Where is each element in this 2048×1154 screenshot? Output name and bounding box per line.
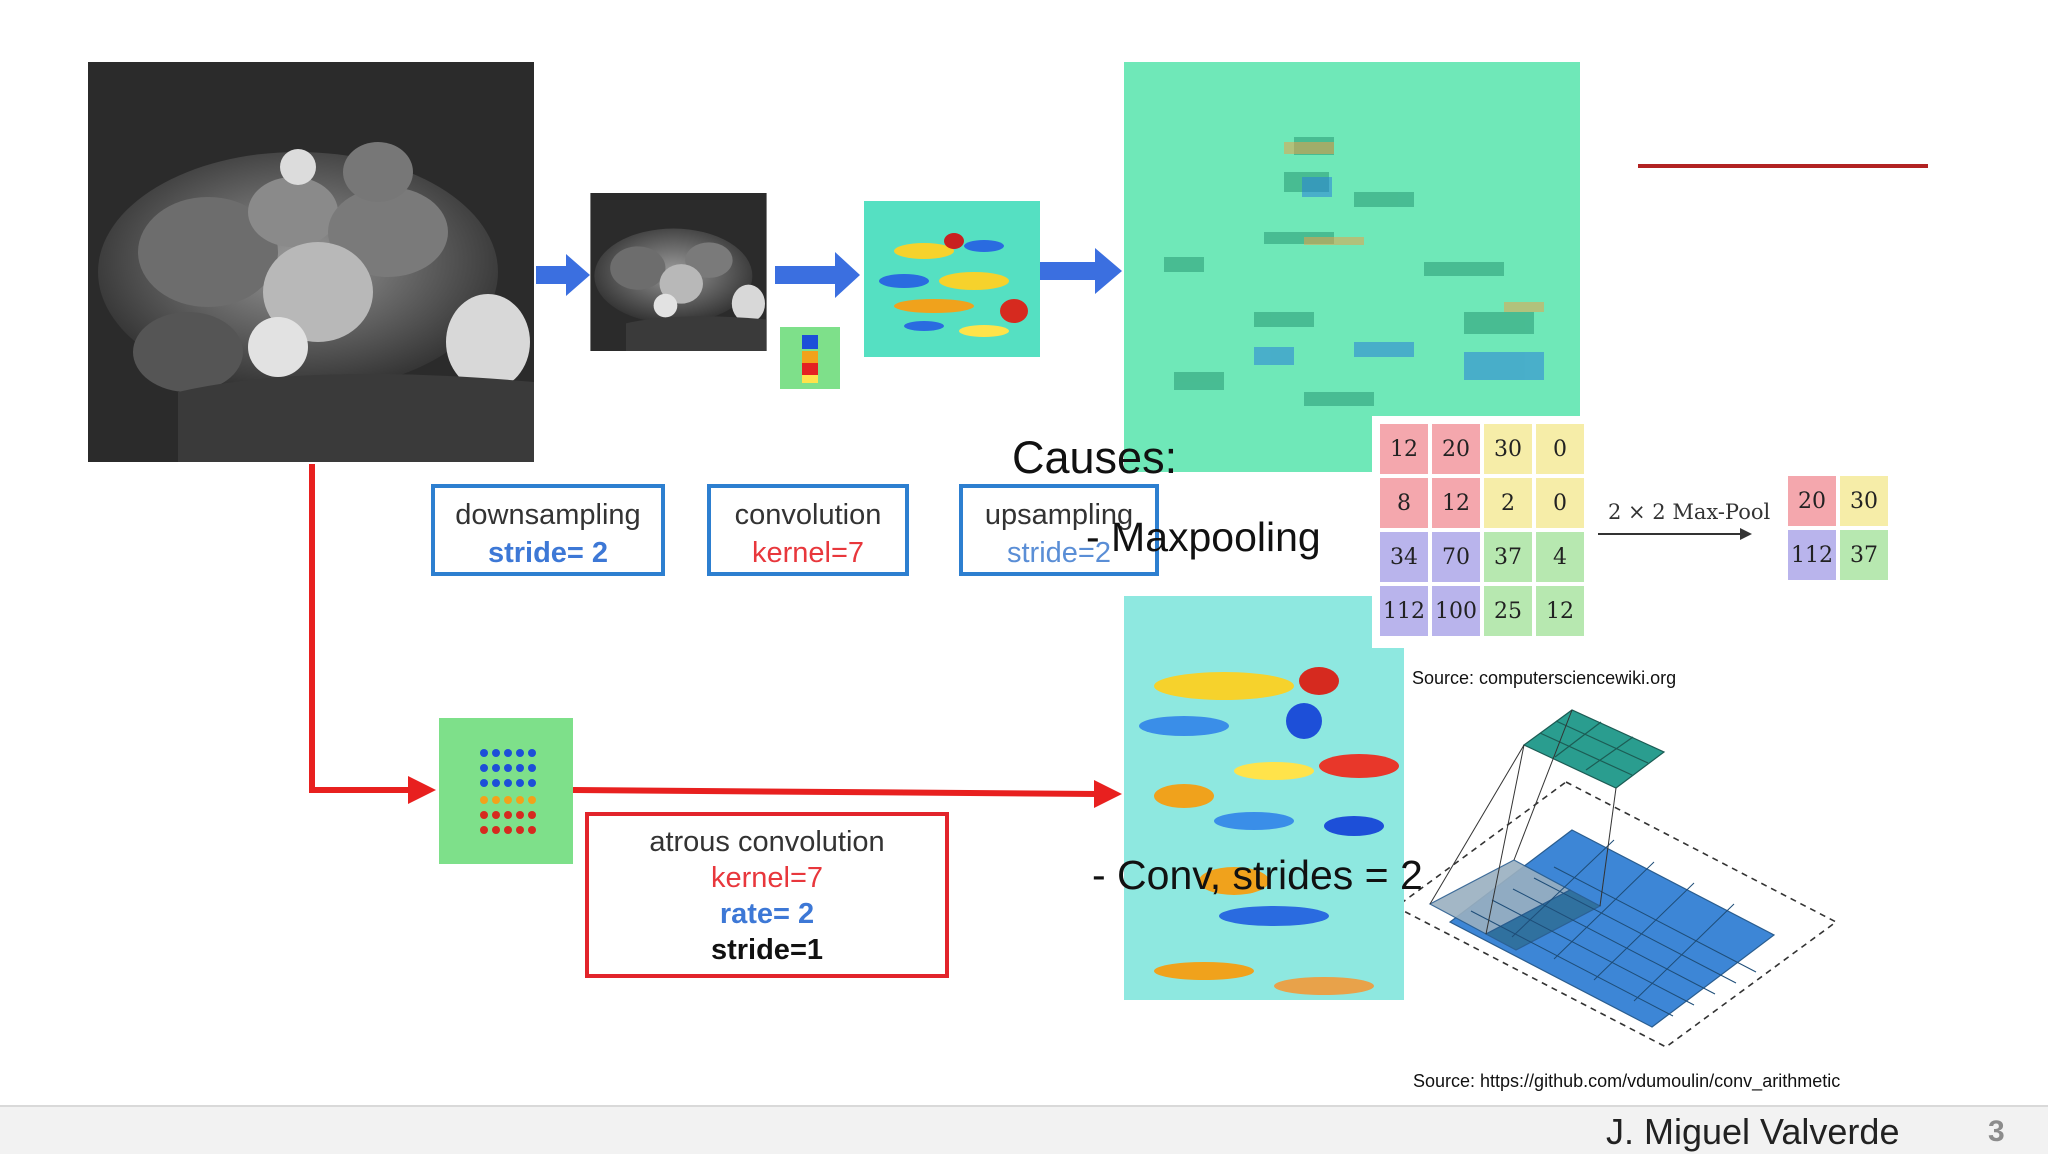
arrow-to-upsample-output [1040, 248, 1122, 294]
atrous-heatmap [1124, 596, 1404, 1000]
footer-page-number: 3 [1988, 1115, 2005, 1148]
maxpool-input-cell: 12 [1430, 476, 1482, 530]
maxpool-input-cell: 2 [1482, 476, 1534, 530]
maxpool-output-cell: 20 [1786, 474, 1838, 528]
conv-figure-source: Source: https://github.com/vdumoulin/con… [1413, 1071, 1841, 1091]
downsampling-label: downsampling [455, 499, 641, 531]
output-grid-teal [1522, 709, 1666, 789]
maxpool-input-cell: 25 [1482, 584, 1534, 638]
convolution-label: convolution [734, 499, 882, 531]
maxpool-input-cell: 37 [1482, 530, 1534, 584]
footer-author: J. Miguel Valverde [1606, 1111, 1900, 1152]
cause-conv-strides: - Conv, strides = 2 [1092, 852, 1423, 898]
maxpool-input-cell: 34 [1378, 530, 1430, 584]
arrow-to-atrous-output [1094, 780, 1122, 808]
arrow-to-atrous-kernel [408, 776, 436, 804]
maxpool-input-cell: 70 [1430, 530, 1482, 584]
arrow-to-small-photo [536, 254, 590, 296]
vegetables-photo-large [88, 62, 534, 462]
vegetables-photo-small [590, 193, 767, 351]
slide-footer: J. Miguel Valverde 3 [0, 1105, 2048, 1154]
atrous-kernel-image [439, 718, 573, 864]
maxpool-output-cell: 37 [1838, 528, 1890, 582]
upsampling-box: upsampling stride=2 [959, 484, 1159, 576]
maxpool-input-cell: 0 [1534, 476, 1586, 530]
maxpool-input-cell: 30 [1482, 422, 1534, 476]
convolution-heatmap [864, 201, 1040, 357]
maxpool-output-cell: 112 [1786, 528, 1838, 582]
maxpool-input-cell: 12 [1378, 422, 1430, 476]
maxpool-input-cell: 20 [1430, 422, 1482, 476]
input-grid-blue [1428, 829, 1776, 1028]
convolution-box: convolution kernel=7 [707, 484, 909, 576]
maxpool-input-cell: 100 [1430, 584, 1482, 638]
downsampling-stride: stride= 2 [487, 537, 609, 569]
upsampling-heatmap [1124, 62, 1580, 472]
input-grid-dashed [1394, 781, 1838, 1048]
atrous-kernel: kernel=7 [710, 862, 824, 894]
maxpool-source: Source: computersciencewiki.org [1412, 668, 1677, 688]
maxpool-input-cell: 12 [1534, 584, 1586, 638]
maxpool-output-cell: 30 [1838, 474, 1890, 528]
maxpool-input-cell: 112 [1378, 584, 1430, 638]
maxpool-arrow [1598, 528, 1752, 540]
maxpool-input-cell: 4 [1534, 530, 1586, 584]
red-path-down [309, 464, 410, 793]
arrow-to-conv-output [775, 252, 860, 298]
maxpool-label: 2 × 2 Max-Pool [1608, 500, 1771, 524]
conv-stride-figure [1394, 690, 1840, 1070]
maxpool-input-cell: 8 [1378, 476, 1430, 530]
causes-heading: Causes: [1012, 432, 1178, 483]
convolution-kernel: kernel=7 [751, 537, 865, 569]
red-path-right [572, 787, 1099, 797]
downsampling-box: downsampling stride= 2 [431, 484, 665, 576]
atrous-box: atrous convolution kernel=7 rate= 2 stri… [585, 812, 949, 978]
maxpool-input-cell: 0 [1534, 422, 1586, 476]
cause-maxpooling: - Maxpooling [1086, 514, 1321, 560]
atrous-rate: rate= 2 [719, 898, 815, 930]
atrous-label: atrous convolution [649, 826, 885, 858]
atrous-stride: stride=1 [710, 934, 824, 966]
kernel-small-image [780, 327, 840, 389]
upsampling-label: upsampling [984, 499, 1134, 531]
upsampling-stride: stride=2 [1007, 537, 1111, 569]
